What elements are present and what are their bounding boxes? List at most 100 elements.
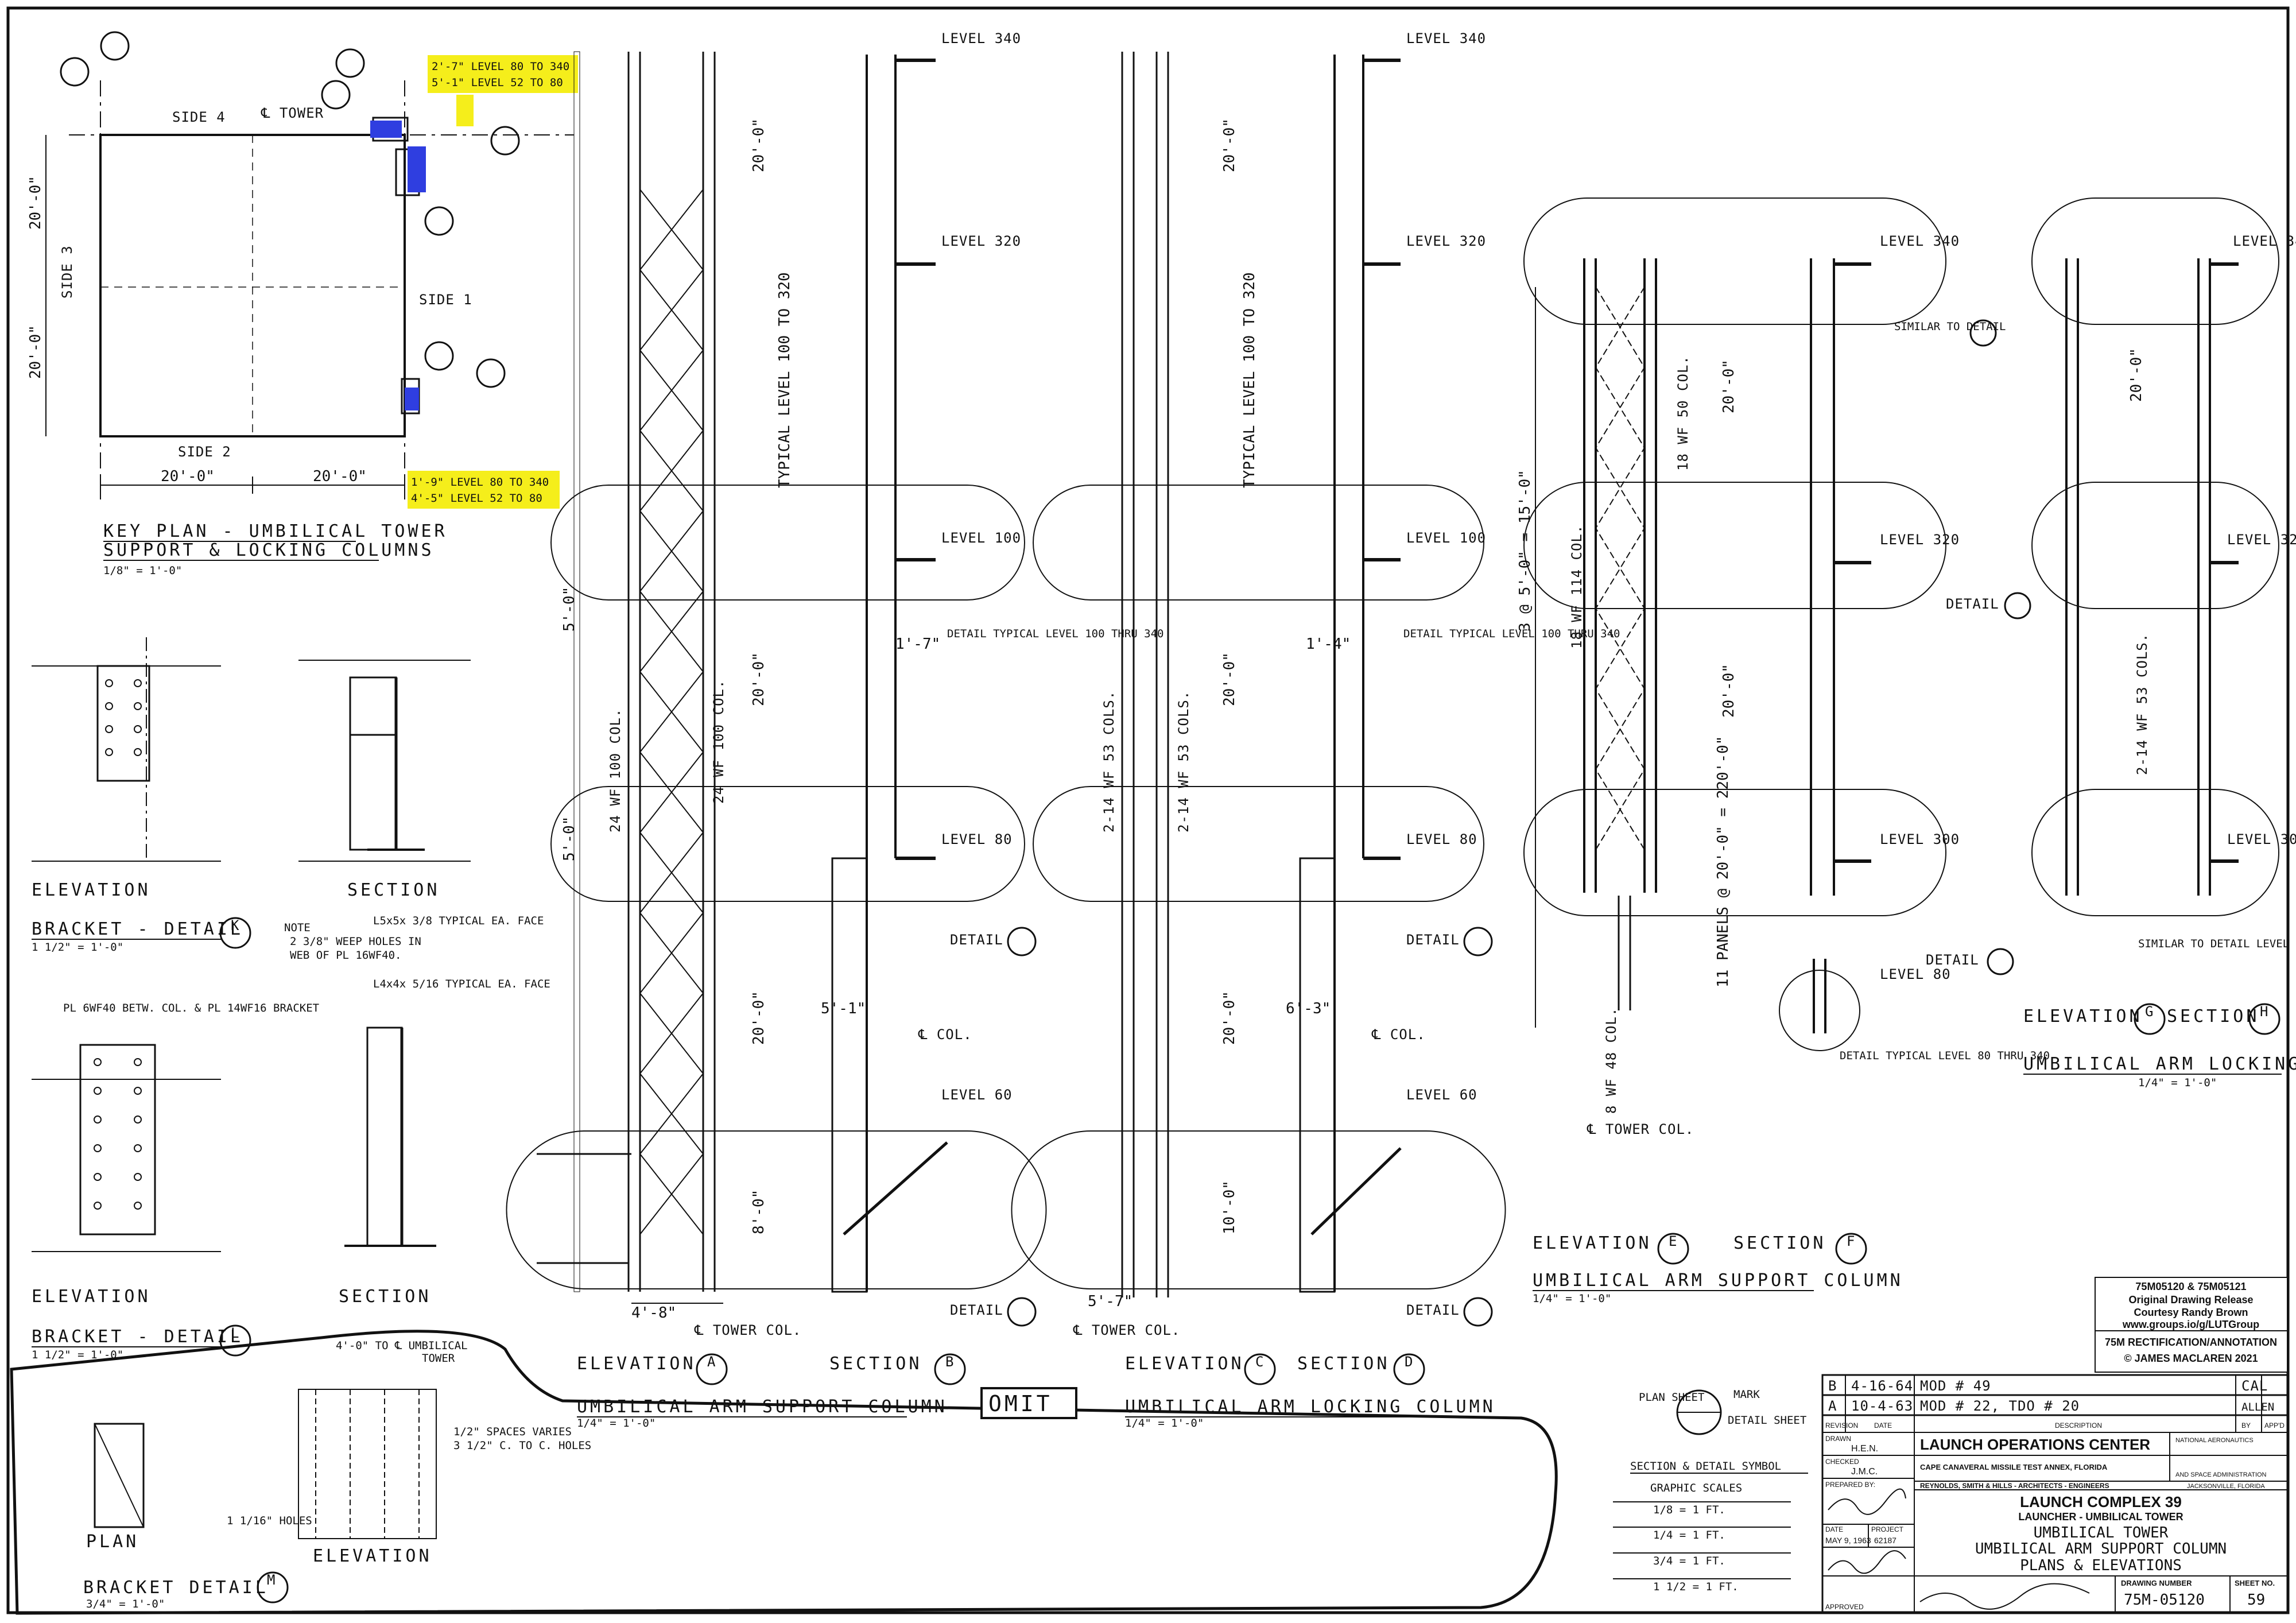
elev-e-panels: 11 PANELS @ 20'-0" = 220'-0" bbox=[1715, 736, 1732, 987]
elev-c-detail-text: DETAIL TYPICAL LEVEL 100 THRU 340 bbox=[1403, 627, 1620, 640]
elev-g-subtitle: UMBILICAL ARM LOCKING COL. bbox=[2023, 1054, 2296, 1074]
bracket-k-note-3: WEB OF PL 16WF40. bbox=[290, 949, 401, 962]
elev-a-level-100: LEVEL 100 bbox=[941, 530, 1021, 546]
elev-a-dim-51: 5'-1" bbox=[821, 1000, 866, 1017]
rev-b-letter: B bbox=[1828, 1378, 1837, 1394]
elev-a-drawing bbox=[506, 51, 1047, 1304]
sheet-border bbox=[6, 6, 2290, 1614]
tower-centerline-label: ℄ TOWER bbox=[261, 105, 324, 121]
bracket-m-note-2: TOWER bbox=[422, 1352, 455, 1365]
elev-a-detail-b: DETAIL bbox=[950, 932, 1003, 948]
bracket-k-marker bbox=[219, 917, 251, 949]
elev-c-typical: TYPICAL LEVEL 100 TO 320 bbox=[1241, 272, 1258, 488]
section-d-marker bbox=[1393, 1353, 1425, 1385]
elev-a-dim-20-2: 20'-0" bbox=[750, 652, 767, 706]
key-plan-blue-marks bbox=[370, 121, 426, 410]
elev-c-detail-d: DETAIL bbox=[1406, 932, 1460, 948]
elev-a-level-80: LEVEL 80 bbox=[941, 831, 1013, 847]
tb-project-label: PROJECT bbox=[1871, 1525, 1904, 1533]
elev-a-dim-8: 8'-0" bbox=[750, 1190, 767, 1234]
elev-e-column: 18 WF 114 COL. bbox=[1569, 525, 1585, 649]
elev-a-typical: TYPICAL LEVEL 100 TO 320 bbox=[776, 272, 793, 488]
tb-date-label: DATE bbox=[1825, 1525, 1843, 1533]
elev-e-base: 8 WF 48 COL. bbox=[1603, 1008, 1619, 1114]
elev-c-scale: 1/4" = 1'-0" bbox=[1125, 1417, 1204, 1430]
elev-c-level-100: LEVEL 100 bbox=[1406, 530, 1486, 546]
key-plan-dim-horz-1: 20'-0" bbox=[161, 468, 215, 485]
elev-c-col-cl: ℄ COL. bbox=[1371, 1027, 1426, 1043]
section-b-marker bbox=[934, 1353, 966, 1385]
bracket-k-letter: K bbox=[231, 917, 239, 933]
tb-city: JACKSONVILLE, FLORIDA bbox=[2187, 1483, 2265, 1490]
title-block-frame bbox=[1821, 1374, 2289, 1614]
elev-c-level-340: LEVEL 340 bbox=[1406, 30, 1486, 47]
bracket-k-note-1: NOTE bbox=[284, 921, 311, 934]
elev-g-scale: 1/4" = 1'-0" bbox=[2138, 1076, 2217, 1089]
tb-drawing-number: 75M-05120 bbox=[2124, 1591, 2205, 1609]
elev-e-detail-j: DETAIL bbox=[1946, 596, 1999, 612]
elev-c-column-2: 2-14 WF 53 COLS. bbox=[1176, 691, 1192, 832]
key-plan-dim-horz-2: 20'-0" bbox=[313, 468, 367, 485]
bracket-k-drawing bbox=[32, 637, 471, 862]
highlight-top-line-2: 5'-1" LEVEL 52 TO 80 bbox=[432, 76, 563, 89]
elev-a-tower-col: ℄ TOWER COL. bbox=[694, 1322, 801, 1338]
bracket-m-note-3: 1/2" SPACES VARIES bbox=[453, 1426, 572, 1438]
elev-c-dim-20-2: 20'-0" bbox=[1221, 652, 1238, 706]
elev-e-tower-col: ℄ TOWER COL. bbox=[1587, 1121, 1694, 1137]
tb-project: 62187 bbox=[1874, 1536, 1896, 1545]
elev-a-col-cl: ℄ COL. bbox=[918, 1027, 972, 1043]
elev-e-level-300: LEVEL 300 bbox=[1880, 831, 1960, 847]
elev-c-letter: C bbox=[1255, 1354, 1264, 1370]
tb-drawn: H.E.N. bbox=[1851, 1444, 1878, 1454]
elev-g-title: ELEVATION bbox=[2023, 1006, 2143, 1027]
tb-agency-2: AND SPACE ADMINISTRATION bbox=[2175, 1471, 2267, 1478]
bracket-m-note-4: 3 1/2" C. TO C. HOLES bbox=[453, 1439, 591, 1452]
section-f-marker bbox=[1835, 1233, 1867, 1265]
elev-e-similar: SIMILAR TO DETAIL bbox=[1894, 320, 2006, 333]
elev-a-column-1: 24 WF 100 COL. bbox=[607, 708, 623, 832]
detail-d-marker bbox=[1463, 927, 1493, 956]
side-4-label: SIDE 4 bbox=[172, 109, 226, 125]
highlight-bottom bbox=[408, 471, 560, 509]
bracket-m-marker bbox=[257, 1571, 289, 1603]
highlight-bottom-line-2: 4'-5" LEVEL 52 TO 80 bbox=[411, 492, 542, 505]
elev-c-dim-10: 10'-0" bbox=[1221, 1180, 1238, 1234]
section-d-letter: D bbox=[1405, 1354, 1413, 1370]
annotation-box bbox=[2095, 1277, 2288, 1373]
rev-a-desc: MOD # 22, TDO # 20 bbox=[1920, 1398, 2080, 1414]
elev-a-dim-20-1: 20'-0" bbox=[750, 118, 767, 172]
elev-a-detail-text: DETAIL TYPICAL LEVEL 100 THRU 340 bbox=[947, 627, 1164, 640]
elev-g-drawing bbox=[2031, 197, 2279, 916]
tb-title-1: UMBILICAL TOWER bbox=[2034, 1524, 2169, 1541]
elev-g-level-300: LEVEL 300 bbox=[2227, 831, 2296, 847]
highlight-bottom-line-1: 1'-9" LEVEL 80 TO 340 bbox=[411, 476, 549, 489]
rev-a-date: 10-4-63 bbox=[1851, 1398, 1913, 1414]
elev-e-marker bbox=[1657, 1233, 1689, 1265]
detail-c-marker bbox=[1007, 1297, 1037, 1327]
tb-checked: J.M.C. bbox=[1851, 1467, 1878, 1477]
bracket-k-section-label: SECTION bbox=[347, 880, 440, 900]
detail-j-marker bbox=[1969, 319, 1997, 347]
annotation-line-2: Original Drawing Release bbox=[2128, 1294, 2253, 1306]
elev-c-dim-20-3: 20'-0" bbox=[1221, 991, 1238, 1045]
legend-scales: GRAPHIC SCALES bbox=[1650, 1482, 1742, 1494]
tb-prepared-label: PREPARED BY: bbox=[1825, 1481, 1875, 1489]
annotation-line-1: 75M05120 & 75M05121 bbox=[2135, 1281, 2246, 1292]
elev-c-dim-20-1: 20'-0" bbox=[1221, 118, 1238, 172]
elev-c-tower-col: ℄ TOWER COL. bbox=[1073, 1322, 1180, 1338]
side-2-label: SIDE 2 bbox=[178, 444, 231, 460]
detail-j2-marker bbox=[2004, 592, 2031, 619]
elev-a-title: ELEVATION bbox=[577, 1354, 696, 1374]
legend-scale-3: 3/4 = 1 FT. bbox=[1653, 1555, 1725, 1567]
elev-a-dim-5-1: 5'-0" bbox=[561, 587, 578, 632]
rev-header-by: BY bbox=[2241, 1421, 2251, 1430]
elev-c-level-60: LEVEL 60 bbox=[1406, 1087, 1477, 1103]
rev-a-letter: A bbox=[1828, 1398, 1837, 1414]
bracket-l-marker bbox=[219, 1324, 251, 1357]
tb-title-2: UMBILICAL ARM SUPPORT COLUMN bbox=[1975, 1540, 2227, 1558]
tb-engineer-signature bbox=[1828, 1550, 1906, 1574]
elev-a-dim-20-3: 20'-0" bbox=[750, 991, 767, 1045]
elev-e-detail-text: DETAIL TYPICAL LEVEL 80 THRU 340 bbox=[1840, 1049, 2050, 1062]
rev-b-date: 4-16-64 bbox=[1851, 1378, 1913, 1394]
